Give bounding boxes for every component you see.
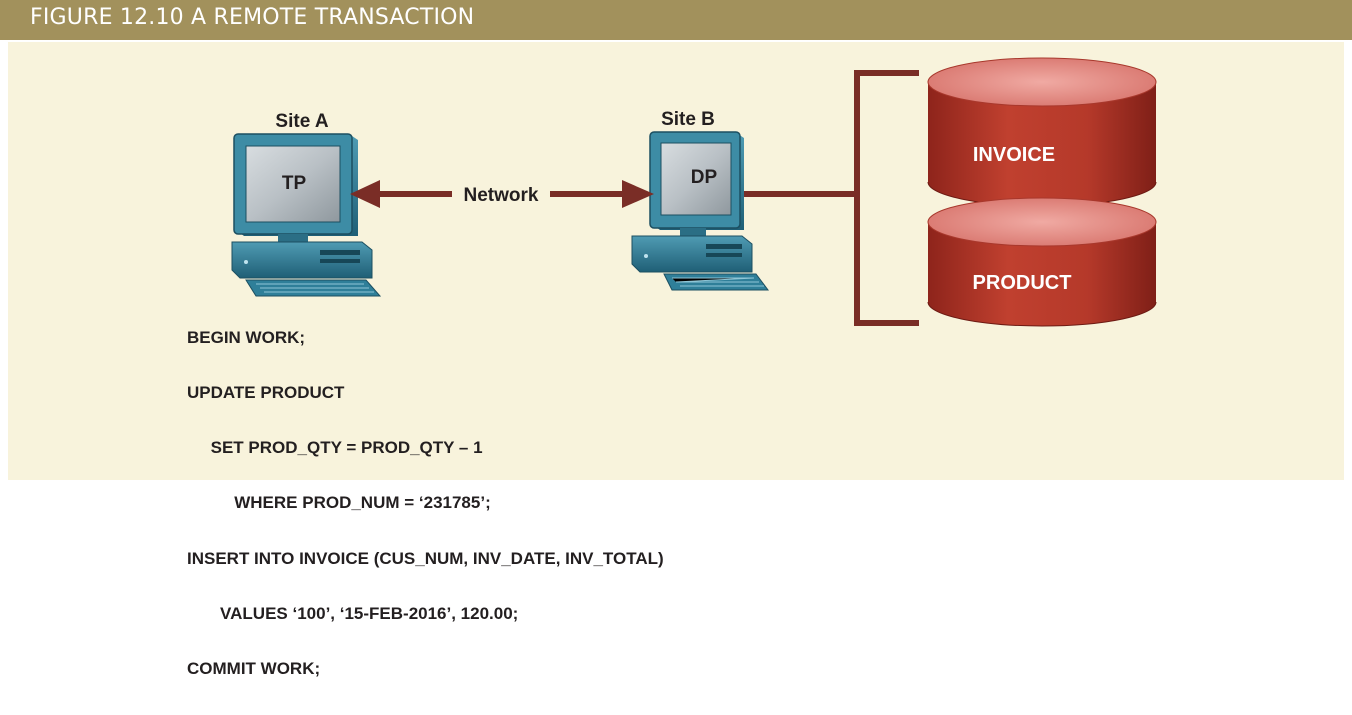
figure-header: FIGURE 12.10 A REMOTE TRANSACTION xyxy=(0,0,1352,40)
arrowhead-left-icon xyxy=(350,180,380,208)
code-line: BEGIN WORK; xyxy=(187,327,306,347)
database-icon xyxy=(927,197,1157,327)
database-icon xyxy=(927,57,1157,207)
code-line: SET PROD_QTY = PROD_QTY – 1 xyxy=(187,438,483,458)
invoice-label: INVOICE xyxy=(973,144,1055,166)
code-line: VALUES ‘100’, ‘15-FEB-2016’, 120.00; xyxy=(187,603,519,623)
code-line: INSERT INTO INVOICE (CUS_NUM, INV_DATE, … xyxy=(187,548,664,568)
site-b-label: Site B xyxy=(661,109,715,130)
arrowhead-right-icon xyxy=(622,180,654,208)
code-line: UPDATE PRODUCT xyxy=(187,383,345,403)
code-line: WHERE PROD_NUM = ‘231785’; xyxy=(187,493,491,513)
network-connection: Network xyxy=(350,180,654,208)
site-a-label: Site A xyxy=(275,111,328,132)
product-database: PRODUCT xyxy=(927,197,1157,327)
computer-icon xyxy=(231,133,382,297)
figure-title: FIGURE 12.10 A REMOTE TRANSACTION xyxy=(30,5,475,30)
site-a-computer: Site A TP xyxy=(231,111,382,297)
database-connector xyxy=(744,70,919,326)
invoice-database: INVOICE xyxy=(927,57,1157,207)
remote-transaction-diagram: Site A TP Site B DP xyxy=(231,57,1157,327)
network-label: Network xyxy=(464,185,539,206)
code-line: COMMIT WORK; xyxy=(187,659,321,679)
site-a-screen-label: TP xyxy=(282,173,307,194)
site-b-computer: Site B DP xyxy=(631,109,769,291)
product-label: PRODUCT xyxy=(973,272,1072,294)
computer-icon xyxy=(631,131,769,291)
site-b-screen-label: DP xyxy=(691,167,718,188)
transaction-code: BEGIN WORK; UPDATE PRODUCT SET PROD_QTY … xyxy=(187,292,664,715)
figure: FIGURE 12.10 A REMOTE TRANSACTION xyxy=(0,0,1352,678)
